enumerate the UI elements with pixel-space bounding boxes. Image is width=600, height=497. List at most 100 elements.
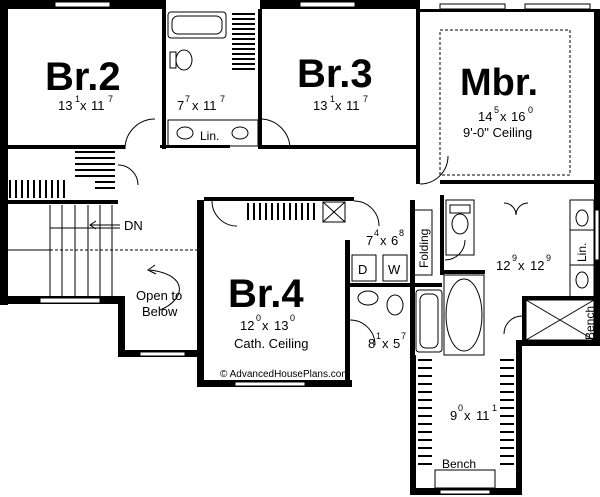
door-swing xyxy=(124,118,156,150)
room-dim-br2-d-in: 7 xyxy=(108,94,113,104)
room-dim-mbr-x: x xyxy=(500,109,507,124)
label-dn: DN xyxy=(124,218,143,233)
sink-icon xyxy=(575,271,589,289)
wall-closet-left xyxy=(410,355,416,495)
tray-ceiling xyxy=(439,29,571,176)
wall-br3-bottom xyxy=(258,145,420,149)
room-dim-br4-d-in: 0 xyxy=(290,313,295,323)
room-name-mbr: Mbr. xyxy=(460,62,538,104)
room-dim-br3-w-in: 1 xyxy=(330,94,335,104)
room-dim-bath2-w: 7 xyxy=(177,98,184,113)
room-dim-br4-x: x xyxy=(262,318,269,333)
label-open-to-below-2: Below xyxy=(142,304,178,319)
room-dim-mcloset-w: 9 xyxy=(450,408,457,423)
room-dim-bath2-d: 11 xyxy=(203,98,217,113)
wall-br2-bottom xyxy=(0,145,125,149)
room-dim-mbath-w-in: 9 xyxy=(512,253,517,263)
room-dim-laundry-d: 6 xyxy=(391,233,398,248)
wall-bench-top xyxy=(522,296,600,300)
wall-br4-top xyxy=(204,197,354,201)
door-swing xyxy=(349,319,376,346)
dryer xyxy=(351,254,377,282)
door-swing xyxy=(259,118,291,150)
window xyxy=(594,209,600,261)
bathtub-inner xyxy=(171,15,223,35)
toilet-icon xyxy=(451,213,469,235)
wall-left-upper xyxy=(0,0,8,205)
label-open-to-below-1: Open to xyxy=(136,288,182,303)
door-swing xyxy=(419,155,449,185)
wall-stair-top xyxy=(0,200,118,204)
room-name-br2: Br.2 xyxy=(45,55,121,99)
open-to-below-arrow-head xyxy=(147,264,157,275)
toilet-icon xyxy=(175,49,193,71)
room-dim-br4-w: 12 xyxy=(240,318,254,333)
sink-icon xyxy=(357,290,379,306)
tub-surround xyxy=(443,274,485,356)
labels: Br.2 13 1 x 11 7 7 7 x 11 7 Lin. Br.3 13… xyxy=(45,52,597,471)
sink-icon xyxy=(231,126,249,140)
door-swing xyxy=(503,315,523,335)
room-dim-br2-d: 11 xyxy=(91,98,105,113)
bathtub xyxy=(415,289,443,353)
wall-mbr-bottom xyxy=(440,180,600,184)
wall-bath2-right xyxy=(258,9,262,149)
room-dim-br3-x: x xyxy=(335,98,342,113)
door-swing xyxy=(117,164,139,186)
room-dim-bath2-w-in: 7 xyxy=(185,94,190,104)
window xyxy=(39,297,101,304)
toilet-tank xyxy=(449,204,471,214)
dn-arrow-head xyxy=(89,220,97,230)
wall-laundry-right xyxy=(410,200,415,290)
room-dim-mbath-d: 12 xyxy=(530,258,544,273)
wall-br3-right xyxy=(416,9,420,184)
room-dim-mcloset-d: 11 xyxy=(476,408,490,423)
folding-counter xyxy=(413,209,433,276)
room-dim-bath4-w-in: 1 xyxy=(376,331,381,341)
room-dim-mbath-x: x xyxy=(518,258,525,273)
window xyxy=(299,1,356,8)
room-dim-mbr-w-in: 5 xyxy=(494,105,499,115)
room-dim-br2-w-in: 1 xyxy=(75,94,80,104)
room-dim-bath2-x: x xyxy=(192,98,199,113)
wall-right-lower xyxy=(594,296,600,346)
wall-right xyxy=(594,9,600,299)
wall-laundry-bottom xyxy=(350,283,442,287)
fixtures xyxy=(8,11,595,489)
label-bench-1: Bench xyxy=(583,306,597,340)
shower xyxy=(525,299,595,341)
wall-mbath-left xyxy=(440,195,444,275)
room-dim-br3-w: 13 xyxy=(313,98,327,113)
room-dim-mbr-d: 16 xyxy=(511,109,525,124)
bathtub-inner xyxy=(419,293,439,349)
windows xyxy=(39,1,600,495)
closet-rod xyxy=(418,359,514,465)
room-dim-mbr-w: 14 xyxy=(478,109,492,124)
bathtub xyxy=(167,11,227,39)
room-dim-br2-x: x xyxy=(80,98,87,113)
room-dim-laundry-w-in: 4 xyxy=(374,228,379,238)
label-dryer: D xyxy=(358,262,367,277)
wall-br2-right xyxy=(162,9,166,149)
closet-rod xyxy=(9,151,115,198)
wall-left-lower xyxy=(0,205,8,305)
label-lin-1: Lin. xyxy=(200,129,219,143)
toilet-icon xyxy=(386,294,404,316)
watermark: © AdvancedHousePlans.com xyxy=(220,369,350,380)
closet-rod xyxy=(232,13,255,70)
room-dim-bath4-d: 5 xyxy=(393,336,400,351)
room-ceiling-mbr: 9'-0" Ceiling xyxy=(463,125,532,140)
wall-closet-right xyxy=(516,340,522,495)
wall-br4-right xyxy=(345,240,350,380)
label-bench-2: Bench xyxy=(442,457,476,471)
vanity xyxy=(167,119,259,147)
wall-mbath-inner xyxy=(440,270,485,274)
door-swing xyxy=(353,200,380,227)
open-to-below-arrow xyxy=(149,269,180,311)
door-swing xyxy=(211,200,238,227)
linen-closet xyxy=(569,229,595,266)
sink-icon xyxy=(176,126,194,140)
room-dim-bath4-d-in: 7 xyxy=(401,331,406,341)
hvac-box xyxy=(322,201,346,223)
